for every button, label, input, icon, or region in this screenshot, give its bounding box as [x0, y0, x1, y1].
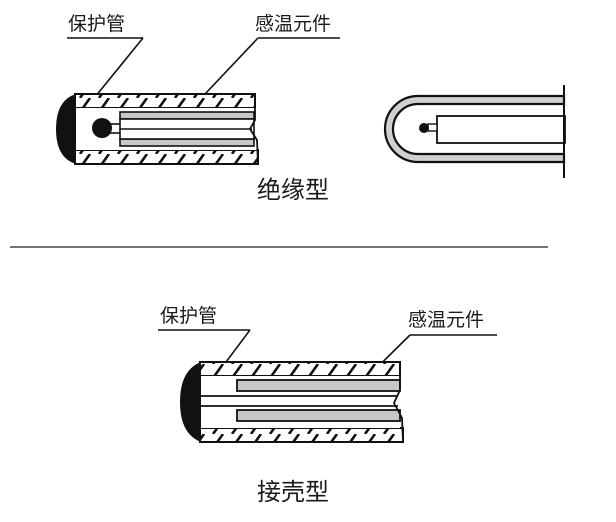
label-sensing-element: 感温元件 — [408, 309, 484, 331]
caption-grounded: 接壳型 — [257, 478, 329, 506]
label-protection-tube: 保护管 — [160, 305, 217, 327]
junction-lead — [427, 123, 438, 132]
break-line — [248, 94, 259, 165]
tube-wall-top — [199, 361, 401, 377]
tube-wall-bottom — [199, 427, 404, 443]
element-strip-bottom — [119, 138, 255, 147]
label-sensing-element: 感温元件 — [255, 13, 331, 35]
tube-wall-top — [74, 93, 256, 109]
caption-insulated: 绝缘型 — [257, 176, 329, 204]
sheath-outer — [383, 94, 566, 164]
tube-end-cap — [180, 362, 201, 442]
insulated-probe-outline — [383, 85, 566, 178]
grounded-probe-section: 保护管 感温元件 — [158, 305, 497, 443]
break-line — [392, 362, 404, 443]
protection-tube-leader-line — [94, 37, 144, 98]
element-strip-bottom — [236, 409, 401, 422]
element-strip-top — [119, 111, 255, 120]
element-body — [436, 115, 566, 144]
element-strip-top — [236, 379, 401, 392]
tube-wall-bottom — [74, 149, 259, 165]
protection-tube-leader-line — [225, 329, 251, 363]
insulated-probe-section: 保护管 感温元件 — [56, 13, 340, 165]
label-protection-tube: 保护管 — [68, 13, 125, 35]
tube-end-cap — [56, 94, 76, 164]
junction-ball — [419, 123, 429, 133]
junction-ball — [92, 118, 112, 138]
